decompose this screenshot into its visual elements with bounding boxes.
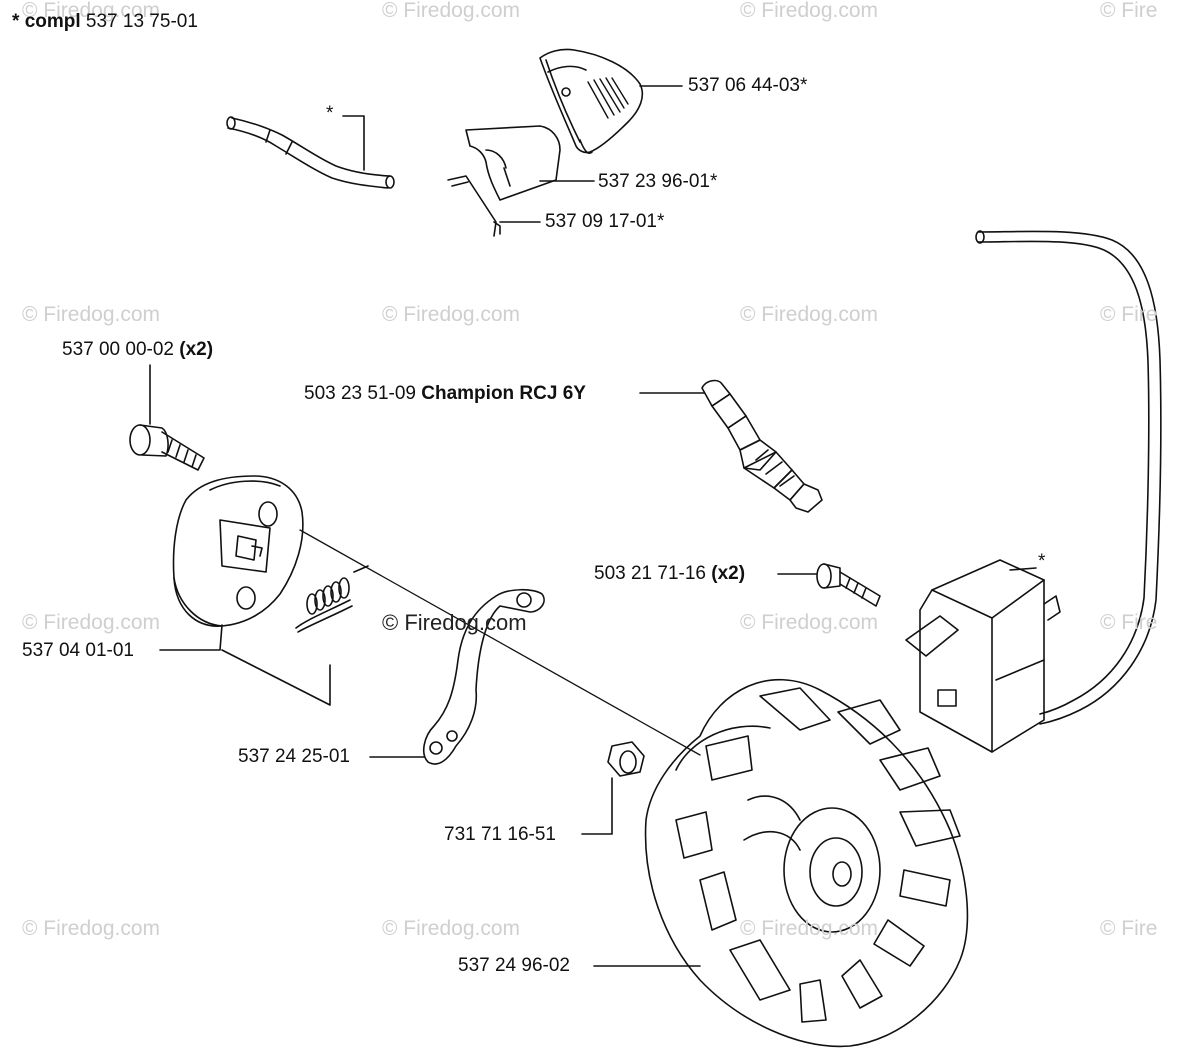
label-clip: 537 09 17-01*	[545, 211, 665, 232]
nut-leader-line	[581, 777, 613, 835]
bolt-part	[129, 424, 205, 471]
arm-part	[422, 588, 545, 765]
label-arm: 537 24 25-01	[238, 746, 350, 767]
spark-plug-part	[701, 379, 823, 513]
label-screw-number: 503 21 71-16	[594, 563, 712, 584]
watermark-r1c3: © Fire	[1100, 303, 1158, 326]
label-spark-number: 503 23 51-09	[304, 383, 422, 404]
kit-header: * compl 537 13 75-01	[12, 12, 198, 31]
watermark-r2c2: © Firedog.com	[740, 611, 879, 634]
nut-part	[607, 741, 645, 777]
watermark-r0c1: © Firedog.com	[382, 0, 521, 22]
label-bolt-qty: (x2)	[179, 339, 214, 360]
header-compl-word: compl	[24, 11, 81, 32]
label-spark-plug: 503 23 51-09 Champion RCJ 6Y	[304, 384, 586, 403]
clutch-part	[172, 475, 304, 627]
flywheel-part	[644, 679, 969, 1048]
watermark-r3c1: © Firedog.com	[382, 917, 521, 940]
small-screw-part	[816, 563, 881, 607]
header-compl-number: 537 13 75-01	[80, 11, 198, 32]
spring-part	[295, 565, 369, 633]
axis-line	[299, 529, 701, 756]
watermark-r0c3: © Fire	[1100, 0, 1158, 22]
label-clutch: 537 04 01-01	[22, 640, 134, 661]
label-small-screw: 503 21 71-16 (x2)	[594, 564, 745, 583]
clutch-leader-line	[159, 624, 223, 651]
hose-leader-line	[342, 115, 365, 171]
clip-part	[447, 175, 501, 237]
plate-part	[465, 125, 561, 201]
watermark-r3c0: © Firedog.com	[22, 917, 161, 940]
label-nut: 731 71 16-51	[444, 824, 556, 845]
watermark-r1c2: © Firedog.com	[740, 303, 879, 326]
cover-part	[539, 48, 644, 155]
watermark-r3c2: © Firedog.com	[740, 917, 879, 940]
watermark-r2c0: © Firedog.com	[22, 611, 161, 634]
watermark-center: © Firedog.com	[382, 610, 527, 635]
module-asterisk: *	[1038, 551, 1046, 572]
label-spark-brand: Champion RCJ 6Y	[421, 383, 586, 404]
ignition-module-part	[905, 559, 1061, 753]
fuel-hose-part	[226, 116, 395, 189]
watermark-r2c3: © Fire	[1100, 611, 1158, 634]
watermark-r1c1: © Firedog.com	[382, 303, 521, 326]
watermark-r3c3: © Fire	[1100, 917, 1158, 940]
watermark-r0c2: © Firedog.com	[740, 0, 879, 22]
header-prefix: *	[12, 11, 25, 32]
watermark-r1c0: © Firedog.com	[22, 303, 161, 326]
label-screw-qty: (x2)	[711, 563, 746, 584]
label-bolt-number: 537 00 00-02	[62, 339, 180, 360]
label-flywheel: 537 24 96-02	[458, 955, 570, 976]
module-leader-line	[1009, 567, 1037, 571]
label-bolt: 537 00 00-02 (x2)	[62, 340, 213, 359]
label-plate: 537 23 96-01*	[598, 171, 718, 192]
watermark-r0c0: © Firedog.com	[22, 0, 161, 22]
hose-asterisk: *	[326, 103, 334, 124]
clutch-leader-diag	[221, 649, 331, 706]
ignition-wire-part	[975, 230, 1162, 725]
label-cover: 537 06 44-03*	[688, 75, 808, 96]
